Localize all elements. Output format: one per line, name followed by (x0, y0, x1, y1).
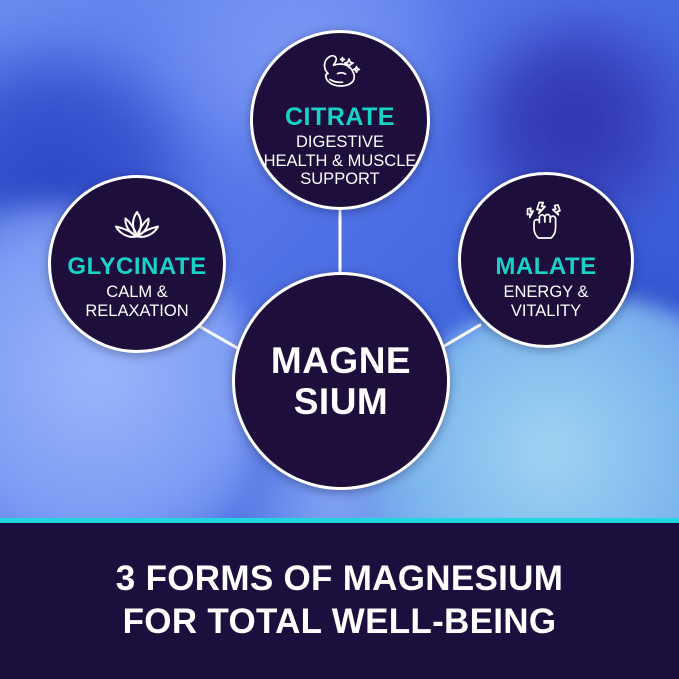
banner-headline-line1: 3 FORMS OF MAGNESIUM (115, 559, 564, 599)
center-label: MAGNE SIUM (271, 340, 411, 423)
node-malate-title: MALATE (495, 252, 597, 280)
node-malate[interactable]: MALATE ENERGY & VITALITY (458, 172, 634, 348)
node-glycinate-description: CALM & RELAXATION (85, 283, 188, 320)
node-glycinate-title: GLYCINATE (67, 252, 207, 280)
node-malate-desc-line1: ENERGY & (503, 283, 589, 302)
node-magnesium-center[interactable]: MAGNE SIUM (232, 272, 450, 490)
node-glycinate-desc-line1: CALM & (106, 283, 168, 302)
node-citrate-desc-line1: DIGESTIVE (295, 133, 385, 152)
node-citrate-desc-line2: HEALTH & MUSCLE (263, 151, 417, 170)
bottom-banner: 3 FORMS OF MAGNESIUM FOR TOTAL WELL-BEIN… (0, 523, 679, 679)
node-glycinate[interactable]: GLYCINATE CALM & RELAXATION (48, 175, 226, 353)
lotus-flower-icon (112, 208, 162, 247)
raised-fist-lightning-icon (526, 200, 566, 247)
cyan-divider (0, 518, 679, 523)
node-glycinate-desc-line2: RELAXATION (85, 301, 189, 320)
node-citrate-desc-line3: SUPPORT (300, 170, 380, 189)
node-malate-description: ENERGY & VITALITY (504, 283, 589, 320)
node-citrate-title: CITRATE (285, 103, 395, 132)
node-citrate[interactable]: CITRATE DIGESTIVE HEALTH & MUSCLE SUPPOR… (250, 30, 430, 210)
node-malate-desc-line2: VITALITY (510, 301, 582, 320)
banner-headline-line2: FOR TOTAL WELL-BEING (122, 602, 557, 641)
center-label-line2: SIUM (293, 381, 389, 422)
node-citrate-description: DIGESTIVE HEALTH & MUSCLE SUPPORT (264, 133, 417, 188)
center-label-line1: MAGNE (270, 339, 412, 381)
flexed-bicep-sparkle-icon (316, 51, 364, 98)
